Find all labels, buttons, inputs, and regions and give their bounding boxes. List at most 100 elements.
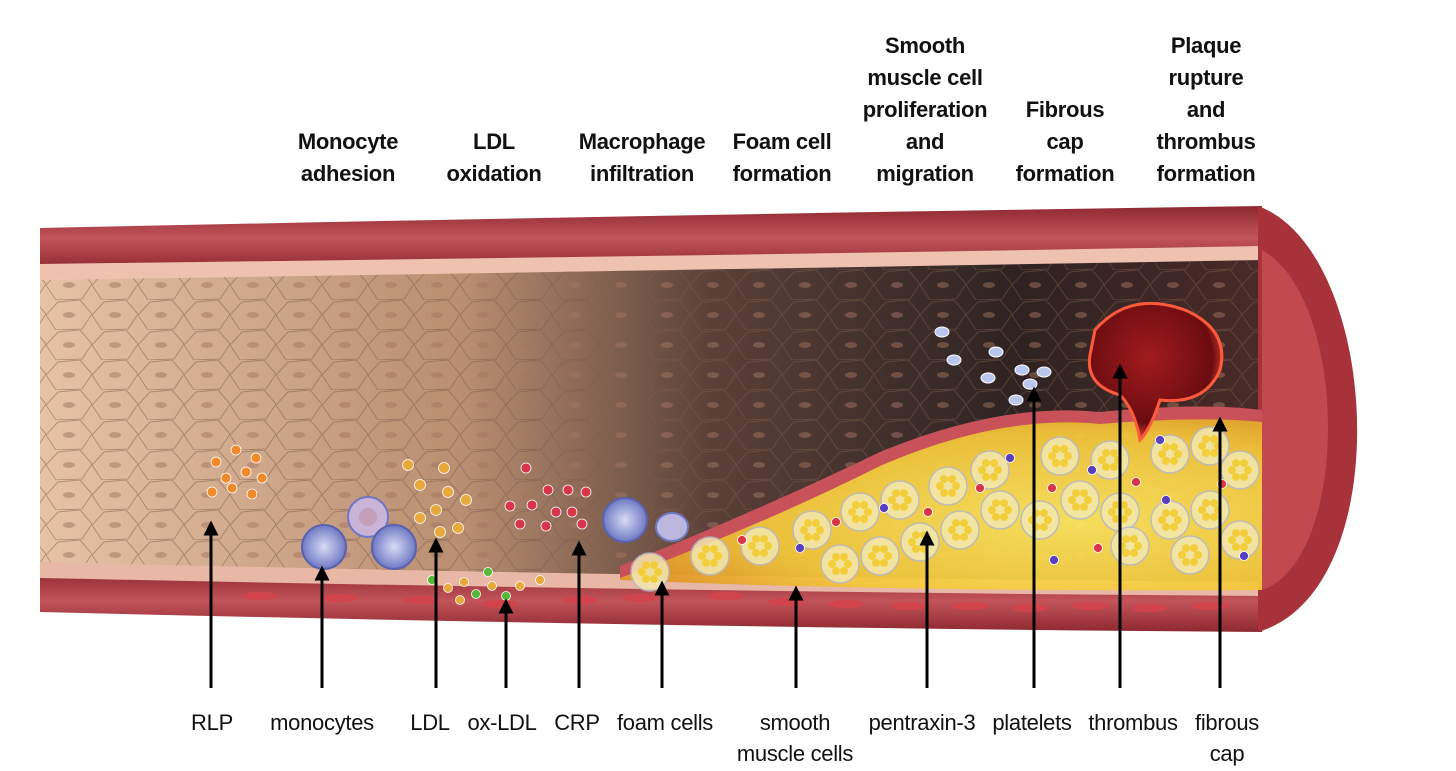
ldl-particle bbox=[438, 462, 450, 474]
lipid-droplet bbox=[994, 466, 1002, 474]
smooth-muscle-cell bbox=[952, 602, 988, 610]
lipid-droplet bbox=[650, 561, 658, 570]
crp-particle bbox=[566, 506, 578, 518]
ldl-particle bbox=[402, 459, 414, 471]
lipid-droplet bbox=[702, 558, 710, 567]
lipid-droplet bbox=[952, 519, 960, 528]
foam-cell bbox=[1170, 535, 1210, 575]
component-label-ox-ldl: ox-LDL bbox=[467, 710, 537, 735]
lipid-droplet bbox=[1174, 516, 1182, 524]
pentraxin-particle bbox=[737, 535, 747, 545]
lipid-droplet bbox=[832, 566, 840, 575]
crp-particle bbox=[562, 484, 574, 496]
lipid-droplet bbox=[948, 526, 956, 534]
platelet bbox=[1014, 364, 1030, 376]
rlp-particle bbox=[250, 452, 262, 464]
lipid-droplet bbox=[1244, 536, 1252, 544]
smooth-muscle-cell bbox=[622, 594, 658, 602]
component-label-platelets: platelets bbox=[992, 710, 1072, 735]
lipid-droplet bbox=[710, 545, 718, 554]
lipid-droplet bbox=[752, 548, 760, 557]
lipid-droplet bbox=[698, 552, 706, 560]
lipid-droplet bbox=[638, 568, 646, 576]
smooth-muscle-cell bbox=[828, 600, 864, 608]
lipid-droplet bbox=[1052, 445, 1060, 454]
foam-cell bbox=[792, 510, 832, 550]
lipid-droplet bbox=[1232, 542, 1240, 551]
crp-particle bbox=[580, 486, 592, 498]
ldl-particle bbox=[442, 486, 454, 498]
lipid-droplet bbox=[1130, 548, 1138, 557]
smooth-muscle-cell bbox=[1192, 602, 1228, 610]
lipid-droplet bbox=[852, 514, 860, 523]
crp-particle bbox=[576, 518, 588, 530]
lipid-droplet bbox=[990, 459, 998, 468]
lipid-droplet bbox=[1080, 502, 1088, 511]
lipid-droplet bbox=[1190, 557, 1198, 566]
lipid-droplet bbox=[1198, 506, 1206, 514]
lipid-droplet bbox=[1170, 509, 1178, 518]
component-label-fibrous-cap: fibrous cap bbox=[1195, 710, 1259, 766]
lipid-droplet bbox=[1134, 542, 1142, 550]
lipid-droplet bbox=[748, 542, 756, 550]
lipid-droplet bbox=[1112, 501, 1120, 510]
smooth-muscle-cell bbox=[1072, 602, 1108, 610]
smooth-muscle-cell bbox=[768, 598, 804, 606]
crp-particle bbox=[526, 499, 538, 511]
lipid-droplet bbox=[710, 558, 718, 567]
lipid-droplet bbox=[1040, 509, 1048, 518]
foam-cell bbox=[880, 480, 920, 520]
component-label-thrombus: thrombus bbox=[1088, 710, 1178, 735]
lipid-droplet bbox=[1158, 516, 1166, 524]
lipid-droplet bbox=[1232, 472, 1240, 481]
ox-ldl-particle bbox=[471, 589, 481, 599]
ldl-particle bbox=[430, 504, 442, 516]
lipid-droplet bbox=[702, 545, 710, 554]
lipid-droplet bbox=[1048, 452, 1056, 460]
lipid-droplet bbox=[1068, 496, 1076, 504]
pentraxin-particle bbox=[975, 483, 985, 493]
crp-particle bbox=[520, 462, 532, 474]
platelet bbox=[1008, 394, 1024, 406]
lipid-droplet bbox=[1194, 551, 1202, 559]
smooth-muscle-cell bbox=[482, 600, 518, 608]
lipid-droplet bbox=[1098, 456, 1106, 464]
foam-cell bbox=[1040, 436, 1080, 476]
lipid-droplet bbox=[1170, 522, 1178, 531]
lipid-droplet bbox=[1174, 450, 1182, 458]
rlp-particle bbox=[230, 444, 242, 456]
smooth-muscle-cell bbox=[1012, 604, 1048, 612]
lipid-droplet bbox=[752, 535, 760, 544]
component-label-ldl: LDL bbox=[410, 710, 450, 735]
stage-label-ldl-oxidation: LDL oxidation bbox=[446, 129, 542, 186]
pentraxin-particle bbox=[1239, 551, 1249, 561]
smooth-muscle-cell bbox=[322, 594, 358, 602]
lipid-droplet bbox=[1244, 466, 1252, 474]
lipid-droplet bbox=[952, 532, 960, 541]
pentraxin-particle bbox=[1161, 495, 1171, 505]
lipid-droplet bbox=[1084, 496, 1092, 504]
lipid-droplet bbox=[1000, 499, 1008, 508]
lipid-droplet bbox=[1120, 501, 1128, 510]
platelet bbox=[980, 372, 996, 384]
lipid-droplet bbox=[1130, 535, 1138, 544]
pointer-arrows bbox=[203, 363, 1228, 688]
lipid-droplet bbox=[816, 526, 824, 534]
lipid-droplet bbox=[872, 558, 880, 567]
foam-cell bbox=[900, 522, 940, 562]
rlp-particle bbox=[240, 466, 252, 478]
lipid-droplet bbox=[982, 459, 990, 468]
lipid-droplet bbox=[900, 502, 908, 511]
foam-cell bbox=[840, 492, 880, 532]
lipid-droplet bbox=[892, 489, 900, 498]
lipid-droplet bbox=[1240, 459, 1248, 468]
monocyte-cell bbox=[371, 524, 417, 570]
ox-ldl-particle bbox=[459, 577, 469, 587]
pentraxin-particle bbox=[1049, 555, 1059, 565]
crp-particle bbox=[504, 500, 516, 512]
lipid-droplet bbox=[960, 519, 968, 528]
foam-cell bbox=[740, 526, 780, 566]
ox-ldl-particle bbox=[487, 581, 497, 591]
stage-label-macrophage-infiltration: Macrophage infiltration bbox=[578, 129, 706, 186]
lipid-droplet bbox=[940, 475, 948, 484]
